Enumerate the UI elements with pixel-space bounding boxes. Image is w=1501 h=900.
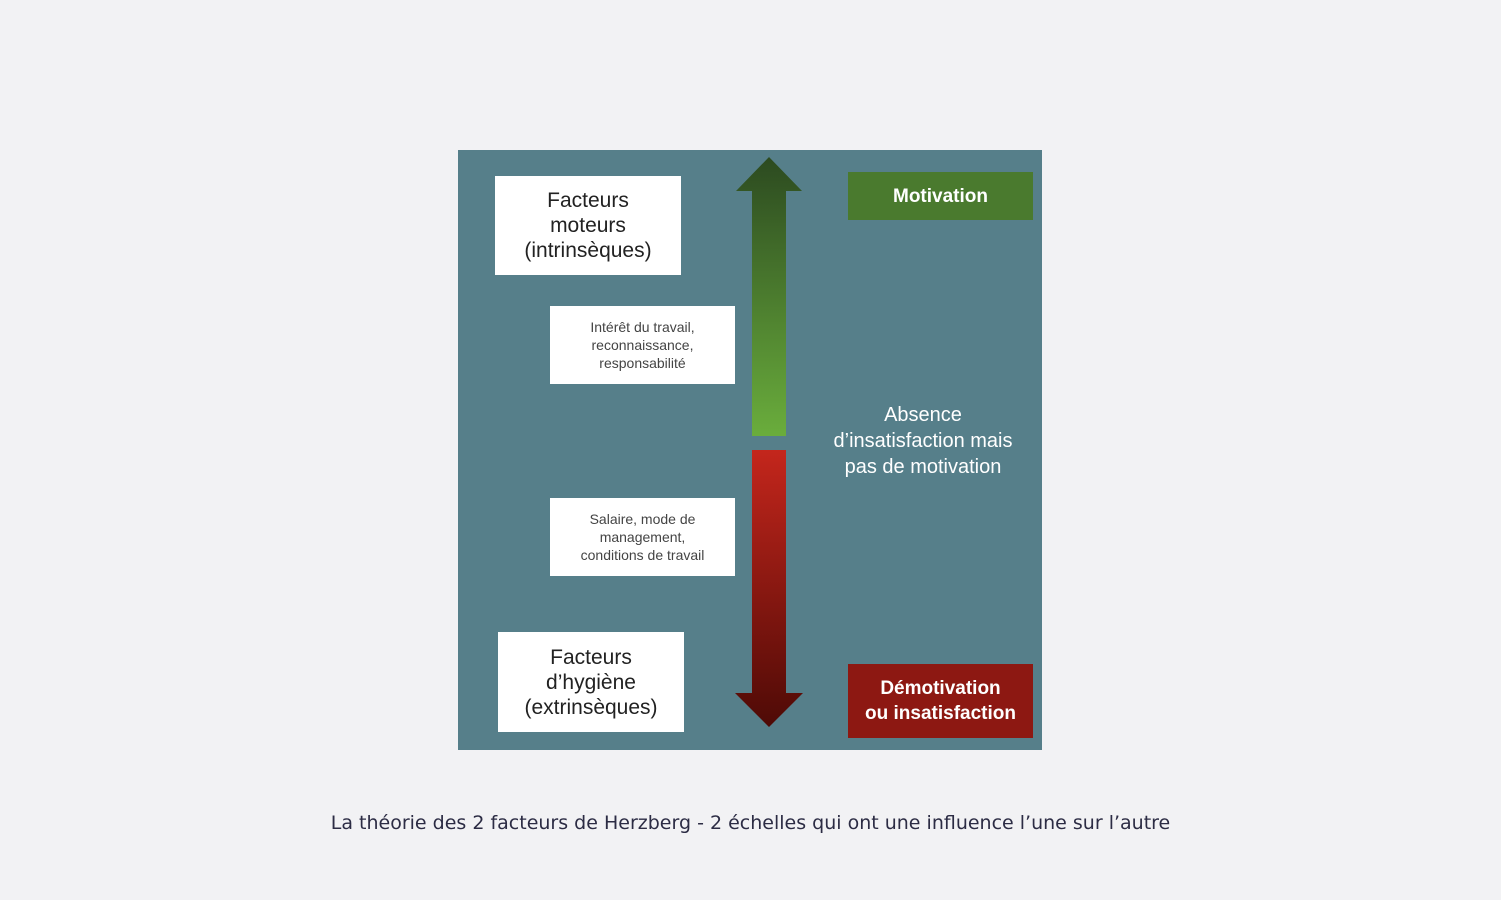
hygiene-factors-box: Facteurs d’hygiène (extrinsèques) xyxy=(498,632,684,732)
motivation-arrow-up xyxy=(736,157,802,436)
motivation-label: Motivation xyxy=(848,172,1033,220)
hygiene-examples-box: Salaire, mode de management, conditions … xyxy=(550,498,735,576)
caption-subtitle: - 2 échelles qui ont une influence l’une… xyxy=(691,812,1171,834)
motivation-label-text: Motivation xyxy=(893,185,988,207)
intrinsic-examples-text: Intérêt du travail, reconnaissance, resp… xyxy=(590,319,695,371)
demotivation-arrow-down xyxy=(735,450,803,727)
demotivation-label-text: Démotivation ou insatisfaction xyxy=(865,678,1016,724)
arrows xyxy=(735,157,803,727)
hygiene-factors-title: Facteurs d’hygiène (extrinsèques) xyxy=(524,645,658,719)
demotivation-label: Démotivation ou insatisfaction xyxy=(848,664,1033,738)
herzberg-diagram: Facteurs moteurs (intrinsèques) Intérêt … xyxy=(458,150,1042,750)
caption-title: La théorie des 2 facteurs de Herzberg xyxy=(330,812,692,834)
neutral-zone-label: Absence d’insatisfaction mais pas de mot… xyxy=(833,404,1013,478)
figure-caption: La théorie des 2 facteurs de Herzberg - … xyxy=(0,812,1501,834)
intrinsic-factors-box: Facteurs moteurs (intrinsèques) xyxy=(495,176,681,275)
hygiene-examples-text: Salaire, mode de management, conditions … xyxy=(580,511,705,563)
intrinsic-factors-title: Facteurs moteurs (intrinsèques) xyxy=(524,189,652,262)
intrinsic-examples-box: Intérêt du travail, reconnaissance, resp… xyxy=(550,306,735,384)
